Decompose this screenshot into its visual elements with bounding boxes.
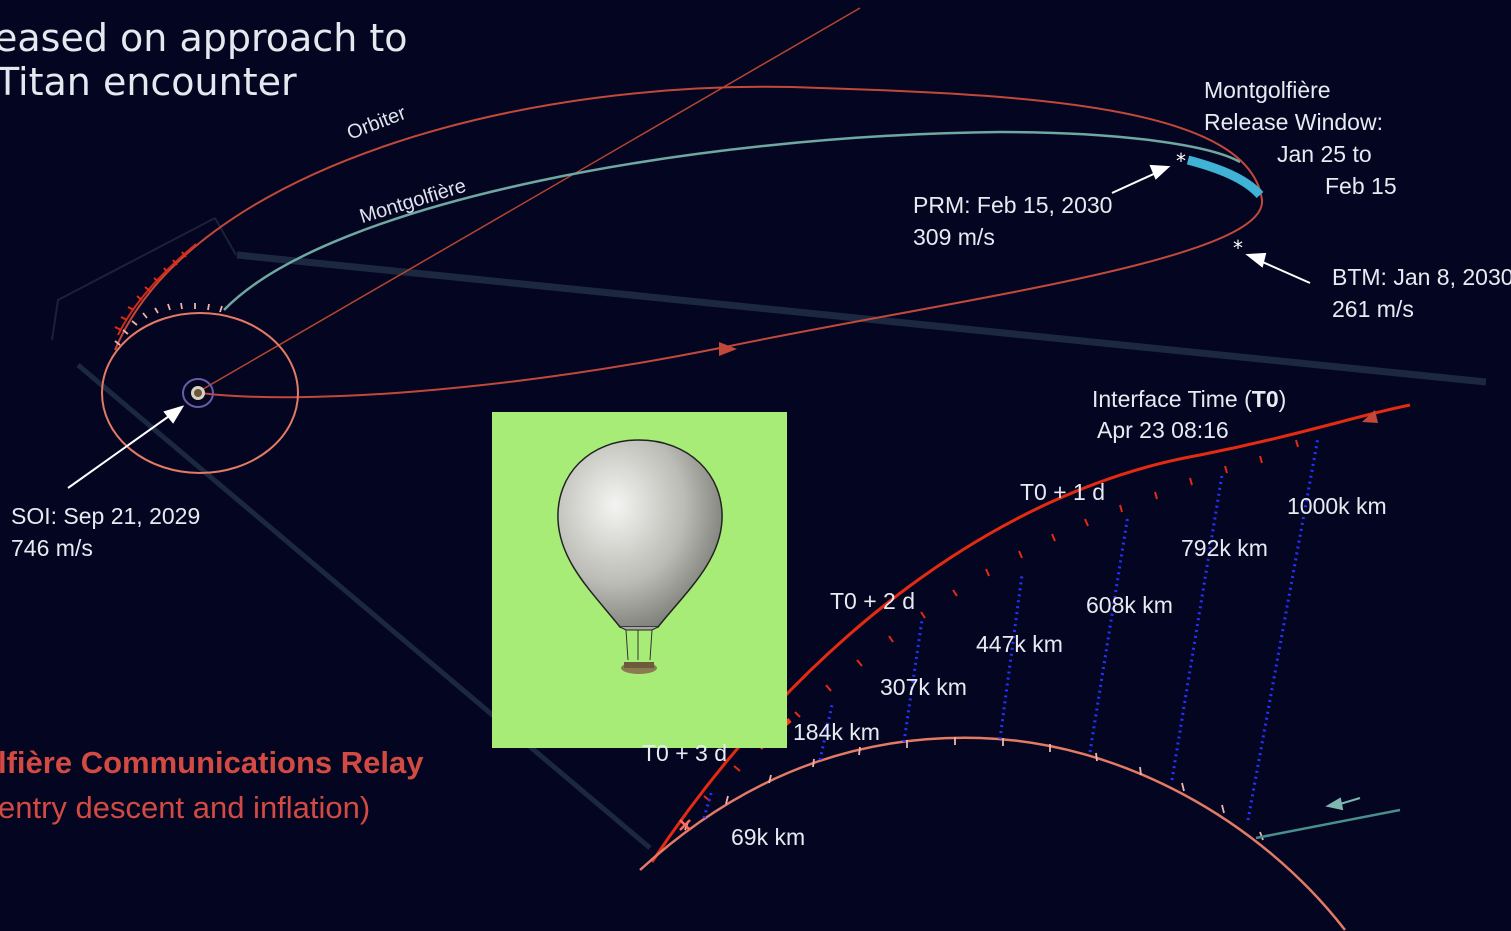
relay-title: lfière Communications Relay — [0, 745, 424, 780]
distance-307k: 307k km — [880, 674, 967, 700]
interface-time-date: Apr 23 08:16 — [1097, 417, 1229, 443]
prm-marker: * — [1176, 149, 1186, 173]
interface-prefix: Interface Time ( — [1092, 386, 1252, 412]
titan-orbit — [101, 312, 299, 474]
header-line-1: eased on approach to — [0, 16, 408, 60]
interface-t0: T0 — [1251, 386, 1279, 412]
release-line-1: Montgolfière — [1204, 77, 1331, 103]
soi-arrow — [67, 405, 185, 489]
titan-orbit-arc — [639, 736, 1346, 931]
soi-label: SOI: Sep 21, 2029 — [11, 503, 201, 529]
montgolfiere-balloon-icon — [557, 439, 723, 674]
release-line-3: Jan 25 to — [1277, 141, 1372, 167]
plane-line-lower — [76, 363, 652, 850]
t0-plus-3d: T0 + 3 d — [642, 740, 728, 766]
prm-label: PRM: Feb 15, 2030 — [913, 192, 1113, 218]
distance-608k: 608k km — [1086, 592, 1173, 618]
header-line-2: Titan encounter — [0, 60, 297, 104]
approach-direction-arrow — [1362, 410, 1378, 423]
approach-trajectory-ticks — [703, 439, 1299, 802]
distance-792k: 792k km — [1181, 535, 1268, 561]
orbiter-orbit-direction — [719, 342, 737, 356]
distance-69k: 69k km — [731, 824, 806, 850]
orbiter-arrival-ticks — [117, 243, 197, 336]
interface-time-label: Interface Time (T0) — [1092, 386, 1286, 413]
release-window-arc — [1186, 155, 1264, 199]
btm-arrow — [1245, 252, 1311, 284]
interface-suffix: ) — [1278, 386, 1287, 412]
t0-plus-1d: T0 + 1 d — [1020, 479, 1106, 505]
montgolfiere-orbit — [223, 130, 1241, 311]
balloon-image-panel — [492, 412, 787, 748]
btm-dv: 261 m/s — [1332, 296, 1414, 322]
titan-orbit-ticks — [114, 302, 223, 346]
soi-dv: 746 m/s — [11, 535, 93, 561]
distance-184k: 184k km — [793, 719, 880, 745]
prm-arrow — [1111, 164, 1171, 194]
release-line-4: Feb 15 — [1325, 173, 1397, 199]
approach-asymptote — [197, 7, 861, 393]
titan-position-marker — [679, 819, 691, 831]
distance-lines — [702, 437, 1320, 821]
distance-1000k: 1000k km — [1287, 493, 1387, 519]
plane-line-upper — [236, 251, 1487, 386]
relay-subtitle: entry descent and inflation) — [0, 790, 371, 825]
t0-plus-2d: T0 + 2 d — [830, 588, 916, 614]
btm-label: BTM: Jan 8, 2030 — [1332, 264, 1511, 290]
montgolfiere-arrow-icon — [1325, 797, 1361, 811]
release-line-2: Release Window: — [1204, 109, 1383, 135]
prm-dv: 309 m/s — [913, 224, 995, 250]
montgolfiere-branch — [1255, 808, 1401, 840]
orbiter-arrival-tick-marks — [114, 251, 187, 331]
saturn-icon — [182, 378, 214, 408]
btm-marker: * — [1233, 236, 1243, 260]
distance-447k: 447k km — [976, 631, 1063, 657]
plane-outline — [51, 217, 237, 341]
